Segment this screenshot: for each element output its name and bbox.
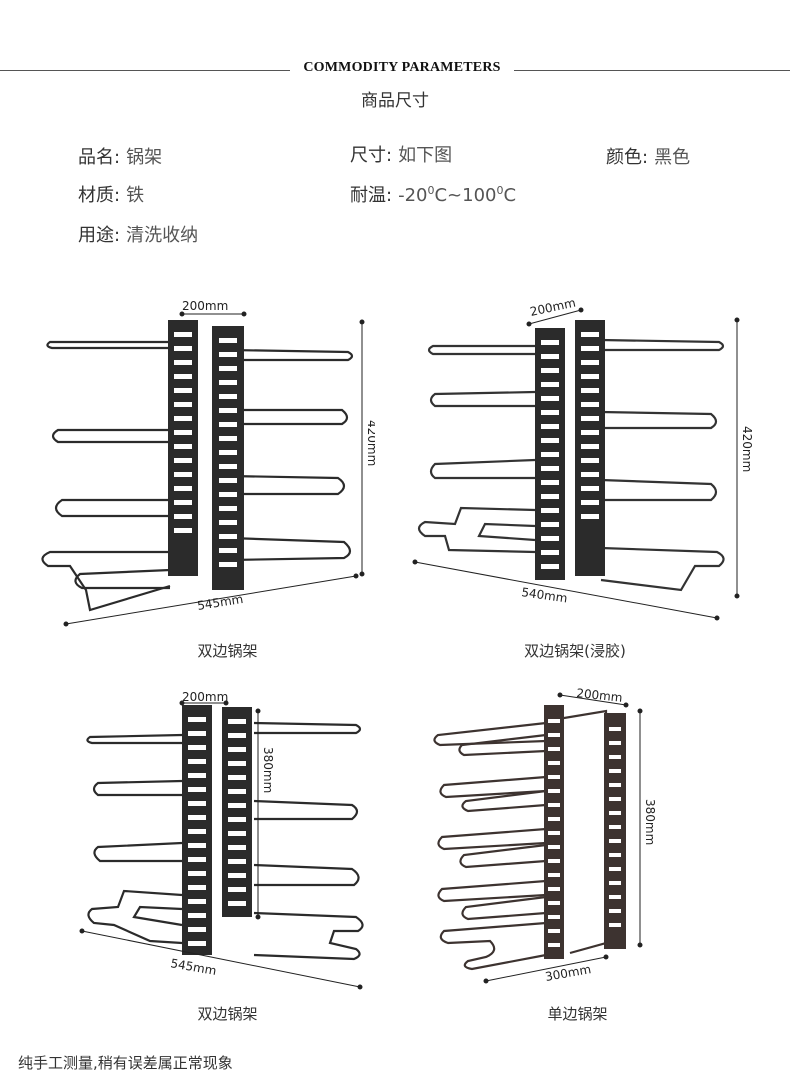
product-1-width-dim: 200mm — [182, 299, 228, 313]
param-temp-value: -200C~1000C — [398, 184, 517, 206]
header-title: COMMODITY PARAMETERS — [303, 60, 501, 75]
product-image-2: 200mm 420mm 540mm — [412, 296, 754, 621]
param-size-value: 如下图 — [398, 145, 453, 166]
product-3-length-dim: 545mm — [169, 956, 217, 978]
product-2-height-dim: 420mm — [740, 426, 754, 472]
param-material-value: 铁 — [126, 185, 145, 206]
header-subtitle: 商品尺寸 — [361, 91, 429, 111]
product-image-3: 200mm 380mm 545mm — [79, 690, 364, 990]
temp-max: C~100 — [434, 185, 497, 206]
param-material: 材质:铁 — [78, 181, 144, 207]
product-1-caption: 双边锅架 — [197, 642, 258, 660]
product-2-caption: 双边锅架(浸胶) — [524, 642, 626, 660]
product-2-width-dim: 200mm — [529, 296, 577, 319]
param-size: 尺寸:如下图 — [350, 141, 452, 167]
product-4-length-dim: 300mm — [544, 962, 592, 984]
header-rule-left — [0, 70, 290, 71]
param-color: 颜色:黑色 — [606, 143, 690, 169]
product-3-caption: 双边锅架 — [197, 1005, 258, 1023]
param-name: 品名:锅架 — [78, 143, 162, 169]
temp-degree-2: 0 — [496, 184, 504, 197]
param-name-label: 品名: — [78, 147, 121, 168]
param-material-label: 材质: — [78, 185, 121, 206]
param-name-value: 锅架 — [126, 147, 163, 168]
param-size-label: 尺寸: — [350, 145, 393, 166]
param-use-label: 用途: — [78, 225, 121, 246]
product-4-width-dim: 200mm — [576, 686, 624, 705]
product-3-height-dim: 380mm — [261, 747, 275, 793]
footer-note: 纯手工测量,稍有误差属正常现象 — [18, 1054, 233, 1072]
product-4-height-dim: 380mm — [643, 799, 657, 845]
param-use: 用途:清洗收纳 — [78, 221, 198, 247]
param-color-label: 颜色: — [606, 147, 649, 168]
product-image-4: 200mm 380mm 300mm — [433, 686, 657, 984]
temp-min: -20 — [398, 185, 428, 206]
product-image-1: 200mm 420mm 545mm — [41, 299, 375, 627]
param-color-value: 黑色 — [654, 147, 691, 168]
product-3-width-dim: 200mm — [182, 690, 228, 704]
product-2-length-dim: 540mm — [521, 585, 569, 605]
header-rule-right — [514, 70, 790, 71]
temp-degree-1: 0 — [427, 184, 435, 197]
temp-unit: C — [503, 185, 517, 206]
product-1-length-dim: 545mm — [196, 592, 244, 613]
product-4-caption: 单边锅架 — [547, 1005, 608, 1023]
param-temp-label: 耐温: — [350, 185, 393, 206]
param-use-value: 清洗收纳 — [126, 225, 199, 246]
product-1-height-dim: 420mm — [365, 420, 375, 466]
param-temp: 耐温:-200C~1000C — [350, 181, 516, 207]
